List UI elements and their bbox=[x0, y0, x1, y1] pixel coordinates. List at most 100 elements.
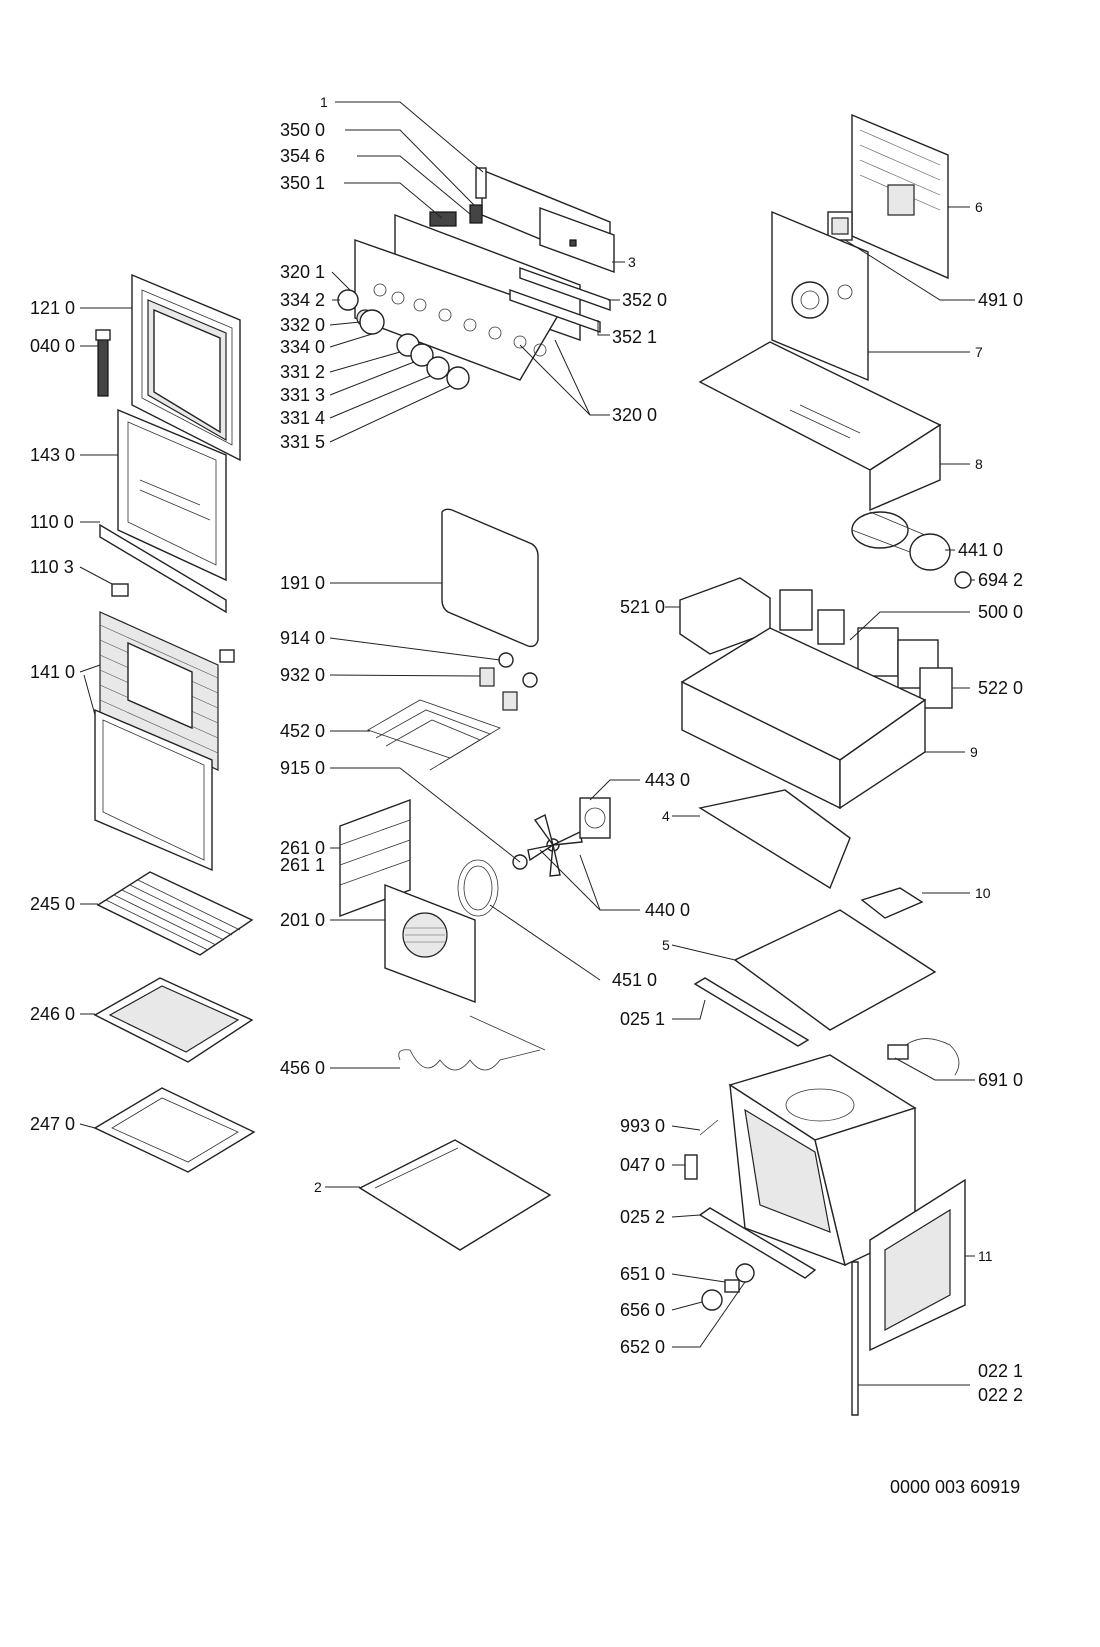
rear-vent-cover bbox=[851, 113, 949, 280]
callout-1: 1 bbox=[320, 94, 328, 110]
callout-201-0: 201 0 bbox=[280, 910, 325, 930]
front-rail-lower bbox=[698, 1207, 817, 1279]
door-hinge-strip bbox=[851, 1261, 859, 1416]
callout-10: 10 bbox=[975, 885, 991, 901]
callout-331-5: 331 5 bbox=[280, 432, 325, 452]
callout-025-2: 025 2 bbox=[620, 1207, 665, 1227]
wire-shelf bbox=[96, 871, 254, 956]
callout-331-2: 331 2 bbox=[280, 362, 325, 382]
bottom-knob-set bbox=[701, 1263, 755, 1311]
control-housing bbox=[680, 627, 927, 810]
callout-11: 11 bbox=[978, 1248, 993, 1264]
document-number: 0000 003 60919 bbox=[890, 1477, 1020, 1497]
cooling-fan bbox=[851, 511, 951, 571]
callout-3: 3 bbox=[628, 254, 636, 270]
side-panel bbox=[869, 1178, 966, 1352]
door-glass-panel bbox=[99, 611, 219, 771]
baking-tray bbox=[93, 977, 254, 1063]
callout-452-0: 452 0 bbox=[280, 721, 325, 741]
callout-143-0: 143 0 bbox=[30, 445, 75, 465]
grill-pan bbox=[93, 1087, 256, 1173]
callout-334-2: 334 2 bbox=[280, 290, 325, 310]
fan-motor bbox=[579, 797, 611, 839]
small-bracket bbox=[860, 887, 924, 919]
callout-121-0: 121 0 bbox=[30, 298, 75, 318]
door-outer-frame bbox=[131, 273, 241, 462]
callout-6: 6 bbox=[975, 199, 983, 215]
callout-040-0: 040 0 bbox=[30, 336, 75, 356]
shelf-supports bbox=[339, 798, 411, 918]
side-bracket bbox=[698, 789, 851, 890]
bottom-heating-element bbox=[398, 1015, 546, 1071]
callout-332-0: 332 0 bbox=[280, 315, 325, 335]
cooling-fan-connector bbox=[954, 571, 972, 589]
callout-025-1: 025 1 bbox=[620, 1009, 665, 1029]
callout-7: 7 bbox=[975, 344, 983, 360]
thermostat-block bbox=[827, 211, 853, 241]
callout-451-0: 451 0 bbox=[612, 970, 657, 990]
selector-switch bbox=[779, 589, 845, 645]
callout-350-1: 350 1 bbox=[280, 173, 325, 193]
door-trim-clips bbox=[111, 583, 235, 663]
callout-331-4: 331 4 bbox=[280, 408, 325, 428]
callout-331-3: 331 3 bbox=[280, 385, 325, 405]
insulation-plate bbox=[733, 909, 937, 1031]
door-trim-strip bbox=[99, 523, 227, 614]
callout-320-0: 320 0 bbox=[612, 405, 657, 425]
control-board bbox=[539, 206, 615, 274]
callout-491-0: 491 0 bbox=[978, 290, 1023, 310]
door-outer-glass bbox=[94, 708, 213, 872]
callout-247-0: 247 0 bbox=[30, 1114, 75, 1134]
callout-2: 2 bbox=[314, 1179, 322, 1195]
top-cover-plate bbox=[698, 341, 942, 512]
callout-350-0: 350 0 bbox=[280, 120, 325, 140]
display-strip bbox=[509, 267, 611, 333]
callout-456-0: 456 0 bbox=[280, 1058, 325, 1078]
callout-440-0: 440 0 bbox=[645, 900, 690, 920]
callout-047-0: 047 0 bbox=[620, 1155, 665, 1175]
door-seal-gasket bbox=[441, 508, 539, 648]
callout-914-0: 914 0 bbox=[280, 628, 325, 648]
callout-9: 9 bbox=[970, 744, 978, 760]
callout-352-0: 352 0 bbox=[622, 290, 667, 310]
circular-heating-element bbox=[457, 859, 499, 917]
callout-320-1: 320 1 bbox=[280, 262, 325, 282]
front-rail-upper bbox=[693, 977, 810, 1047]
lamp-holder bbox=[479, 667, 518, 711]
callout-246-0: 246 0 bbox=[30, 1004, 75, 1024]
callout-022-2: 022 2 bbox=[978, 1385, 1023, 1405]
callout-652-0: 652 0 bbox=[620, 1337, 665, 1357]
callout-993-0: 993 0 bbox=[620, 1116, 665, 1136]
callout-261-1: 261 1 bbox=[280, 855, 325, 875]
fan-blade bbox=[527, 813, 583, 877]
rear-wall bbox=[771, 210, 869, 382]
callout-521-0: 521 0 bbox=[620, 597, 665, 617]
callout-245-0: 245 0 bbox=[30, 894, 75, 914]
callout-110-0: 110 0 bbox=[30, 512, 74, 532]
bottom-panel bbox=[358, 1139, 552, 1251]
lamp-cover bbox=[498, 652, 538, 688]
callout-691-0: 691 0 bbox=[978, 1070, 1023, 1090]
callout-191-0: 191 0 bbox=[280, 573, 325, 593]
callout-656-0: 656 0 bbox=[620, 1300, 665, 1320]
callout-4: 4 bbox=[662, 808, 670, 824]
top-heating-element bbox=[367, 699, 501, 771]
callout-141-0: 141 0 bbox=[30, 662, 75, 682]
cavity-clip bbox=[684, 1154, 698, 1180]
rear-fan-cover bbox=[384, 883, 476, 1004]
callout-8: 8 bbox=[975, 456, 983, 472]
callout-5: 5 bbox=[662, 937, 670, 953]
door-inner-glass-frame bbox=[117, 408, 227, 582]
callout-500-0: 500 0 bbox=[978, 602, 1023, 622]
door-hinge bbox=[95, 329, 111, 397]
callout-261-0: 261 0 bbox=[280, 838, 325, 858]
oven-cavity bbox=[728, 1054, 917, 1267]
callout-915-0: 915 0 bbox=[280, 758, 325, 778]
callout-522-0: 522 0 bbox=[978, 678, 1023, 698]
callout-932-0: 932 0 bbox=[280, 665, 325, 685]
control-panel-switch bbox=[429, 204, 483, 227]
callout-110-3: 110 3 bbox=[30, 557, 74, 577]
callout-443-0: 443 0 bbox=[645, 770, 690, 790]
callout-694-2: 694 2 bbox=[978, 570, 1023, 590]
